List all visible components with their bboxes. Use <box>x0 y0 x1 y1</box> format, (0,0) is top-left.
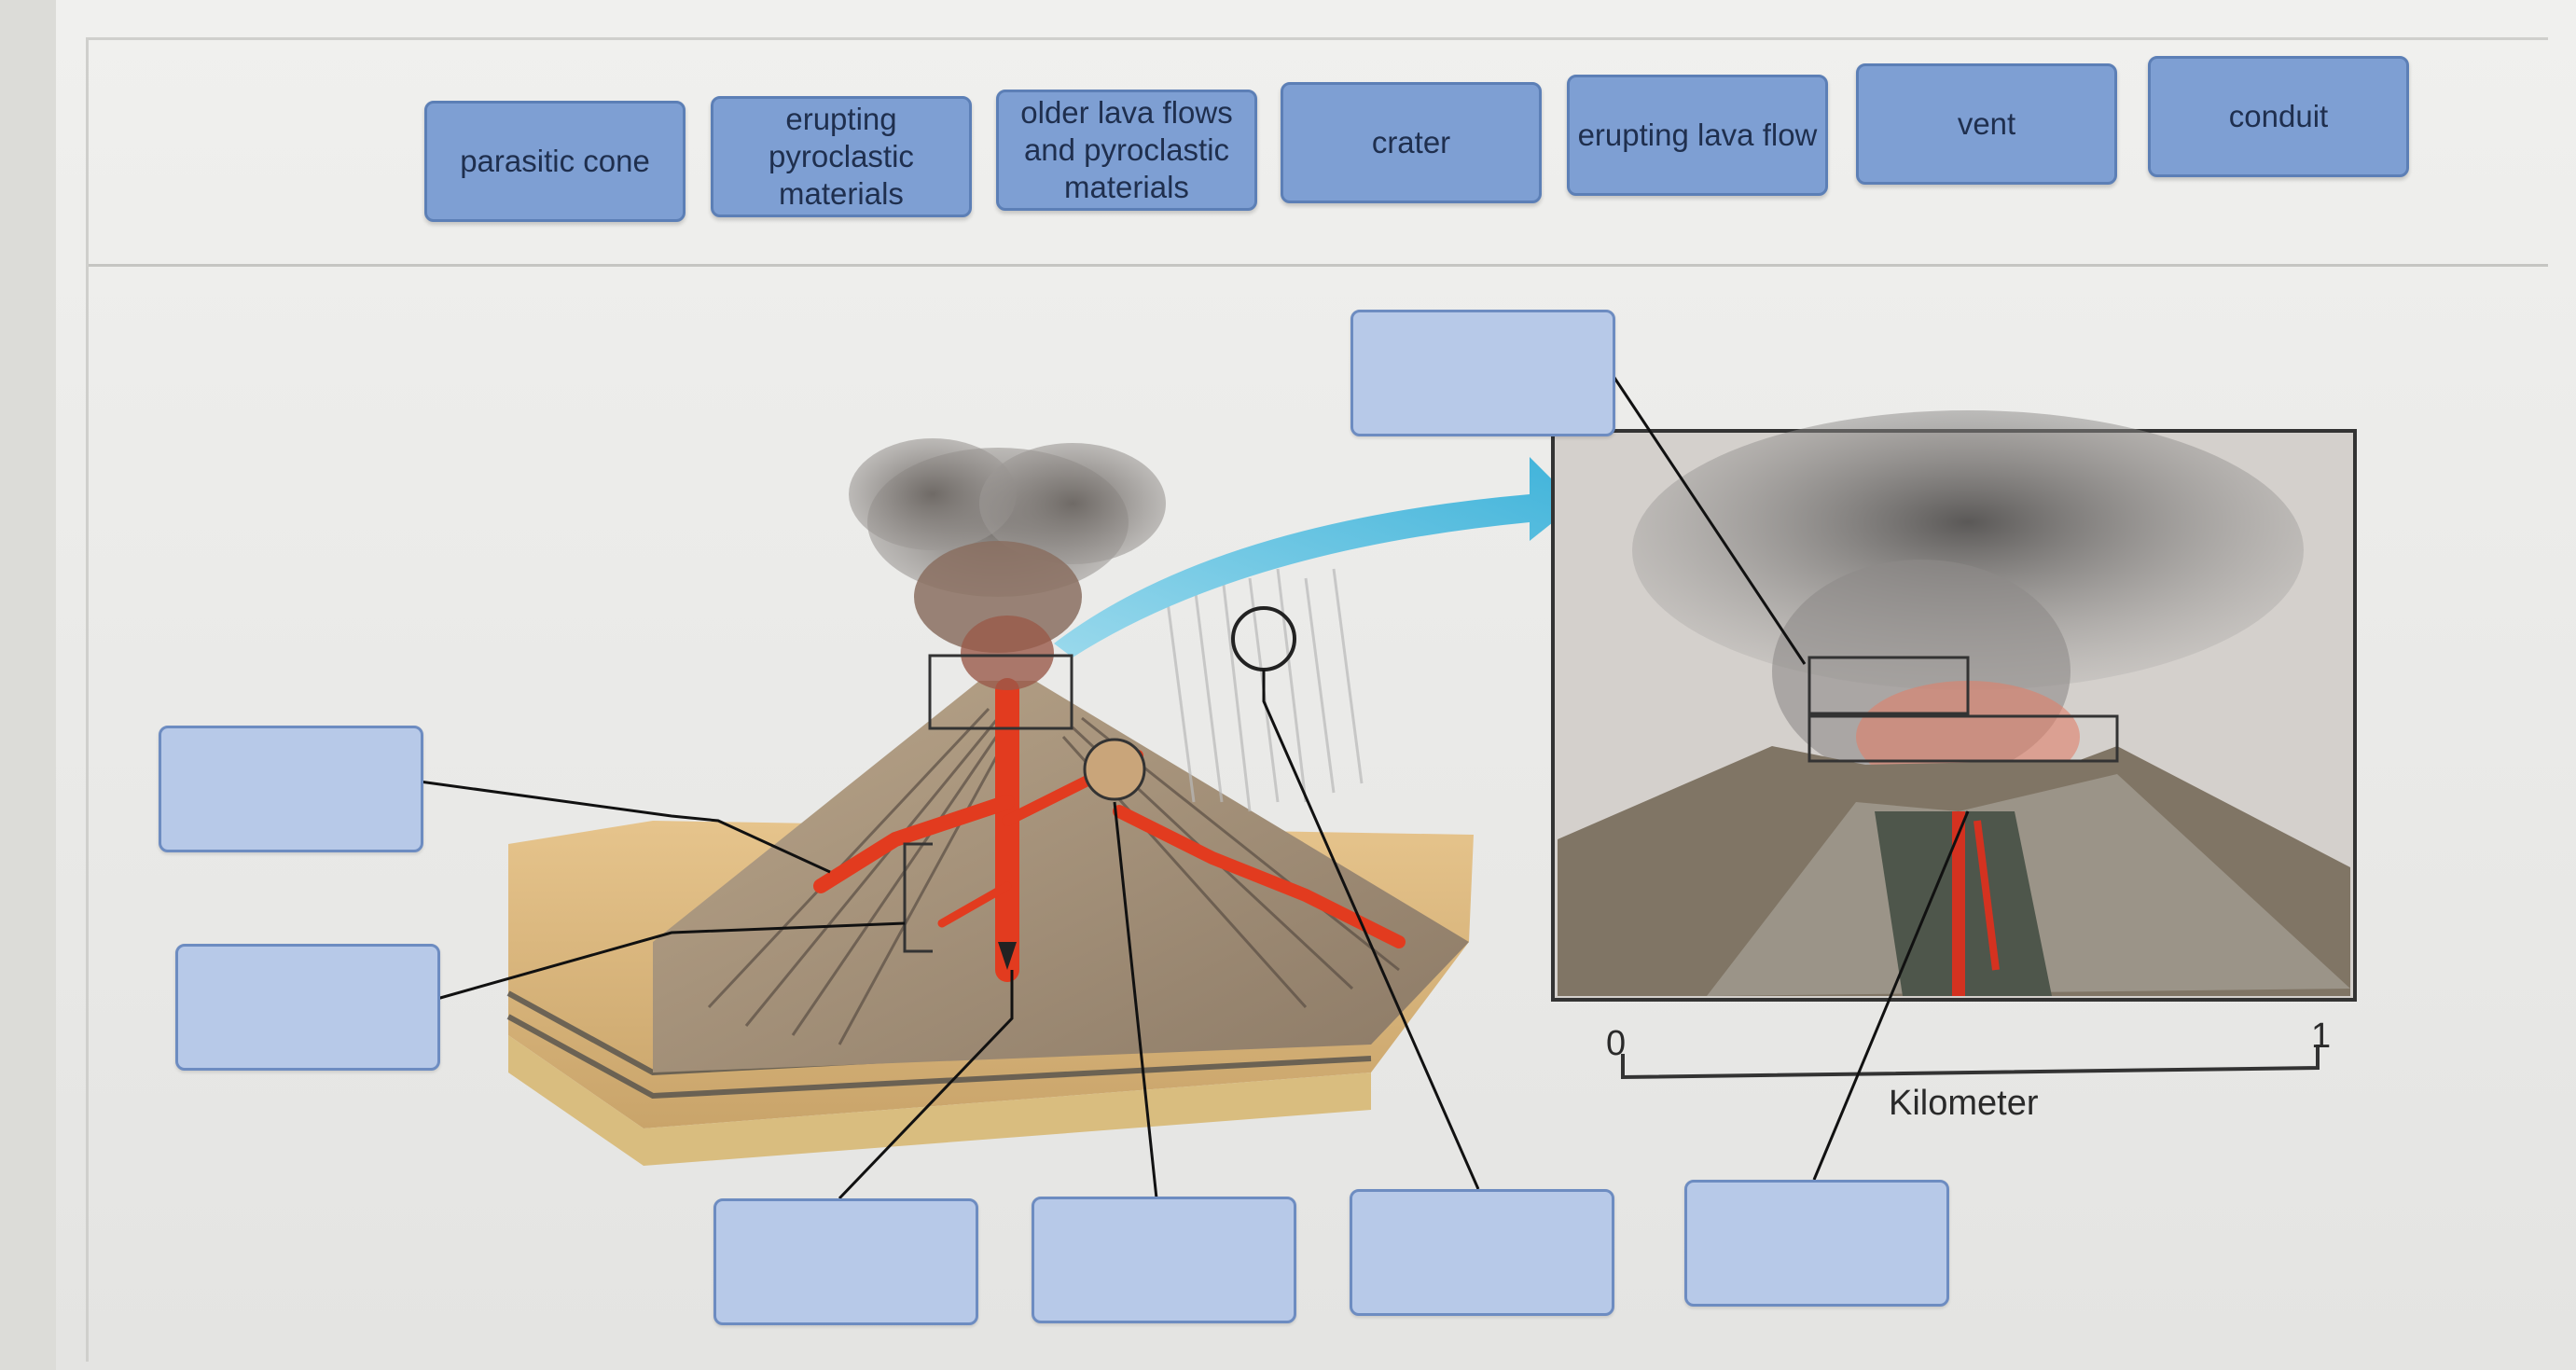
drop-target-bottom-4[interactable] <box>1684 1180 1949 1307</box>
scale-end-label: 1 <box>2311 1017 2332 1056</box>
panel-border <box>86 37 89 1362</box>
chip-vent[interactable]: vent <box>1856 63 2117 185</box>
crater-marker <box>928 654 1073 730</box>
vent-arrowhead <box>998 942 1017 970</box>
chip-conduit[interactable]: conduit <box>2148 56 2409 177</box>
volcano-cross-section <box>506 678 1474 1166</box>
zoom-arrow <box>1054 457 1576 657</box>
eruption-photo <box>1551 410 2357 1002</box>
drop-target-left-upper[interactable] <box>159 726 423 852</box>
leader-lines <box>419 368 1970 1200</box>
drop-target-bottom-2[interactable] <box>1032 1197 1296 1323</box>
scale-unit-label: Kilometer <box>1889 1084 2039 1123</box>
layers-bracket <box>903 842 933 953</box>
chip-erupting-pyroclastic-materials[interactable]: erupting pyroclastic materials <box>711 96 972 217</box>
answer-bank-panel <box>86 37 2548 267</box>
ash-cloud <box>849 438 1166 690</box>
scale-start-label: 0 <box>1606 1024 1627 1063</box>
chip-older-lava-flows[interactable]: older lava flows and pyroclastic materia… <box>996 90 1257 211</box>
drop-target-top-photo[interactable] <box>1350 310 1615 436</box>
scale-bar <box>1621 1045 2320 1080</box>
drop-target-bottom-3[interactable] <box>1350 1189 1614 1316</box>
drop-target-left-lower[interactable] <box>175 944 440 1071</box>
drop-target-bottom-1[interactable] <box>713 1198 978 1325</box>
chip-erupting-lava-flow[interactable]: erupting lava flow <box>1567 75 1828 196</box>
chip-parasitic-cone[interactable]: parasitic cone <box>424 101 686 222</box>
chip-crater[interactable]: crater <box>1281 82 1542 203</box>
